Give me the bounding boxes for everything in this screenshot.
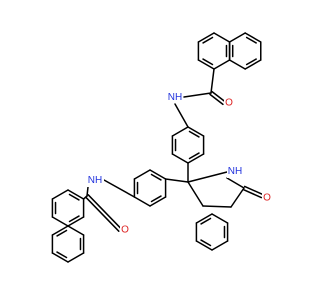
phenyl-left-ring-bond bbox=[149, 196, 167, 207]
atom-nh-lactam: NH bbox=[227, 165, 244, 178]
phenyl-upper-ring-bond bbox=[171, 126, 189, 137]
isoindoline-benzo-ring-double-bond bbox=[200, 217, 212, 225]
naphthyl-left-ring-a-double-bond bbox=[68, 193, 80, 201]
phenyl-upper-ring-bond bbox=[171, 153, 189, 164]
atom-nh-lactam-text: NH bbox=[228, 166, 242, 177]
quaternary-ring-bond bbox=[187, 181, 204, 207]
atom-o-top: O bbox=[224, 97, 234, 109]
atom-o-left: O bbox=[120, 224, 130, 236]
naphthyl-left-ring-b-double-bond bbox=[56, 229, 68, 237]
naphthyl-left-ring-a-double-bond bbox=[68, 215, 80, 223]
lactam-carbonyl-double-bond bbox=[243, 185, 264, 196]
naphthyl-top-ring-b-bond bbox=[228, 32, 246, 43]
carbonyl-left-double-bond bbox=[87, 194, 122, 230]
amide-left-bond bbox=[86, 186, 89, 197]
naphthyl-left-ring-a-bond bbox=[51, 216, 69, 227]
naphthyl-top-ring-a-bond bbox=[197, 59, 215, 70]
atom-nh-left-text: NH bbox=[88, 175, 102, 186]
phenyl-left-ring-double-bond bbox=[150, 173, 162, 181]
isoindoline-benzo-ring-bond bbox=[195, 213, 213, 224]
atom-o-top-text: O bbox=[225, 98, 233, 109]
lactam-carbonyl-ring-bond bbox=[230, 187, 245, 208]
atom-o-left-text: O bbox=[121, 225, 129, 236]
phenyl-upper-ring-double-bond bbox=[188, 152, 200, 160]
aryl-carbonyl-left-bond bbox=[82, 195, 88, 200]
aryl-carbonyl-bond bbox=[210, 68, 215, 94]
atom-nh-top-text: NH bbox=[168, 92, 182, 103]
lactam-n-bond bbox=[187, 171, 228, 183]
phenyl-upper-ring-bond bbox=[187, 153, 205, 164]
naphthyl-left-ring-a-bond bbox=[51, 189, 69, 200]
atom-o-lactam-text: O bbox=[263, 193, 271, 204]
molecule-structure-diagram: NH O NH O NH O bbox=[51, 32, 272, 263]
atom-nh-left: NH bbox=[87, 174, 104, 187]
phenyl-upper-ring-double-bond bbox=[188, 130, 200, 138]
naphthyl-left-ring-b-bond bbox=[51, 225, 69, 236]
fused-bond bbox=[202, 205, 232, 208]
atom-nh-top: NH bbox=[167, 90, 183, 103]
n-aryl-bond bbox=[174, 103, 189, 128]
phenyl-left-ring-bond bbox=[149, 169, 167, 180]
naphthyl-top-ring-a-bond bbox=[213, 59, 231, 70]
phenyl-left-ring-double-bond bbox=[150, 195, 162, 203]
lactam-carbonyl-double-bond bbox=[242, 188, 263, 199]
naphthyl-left-ring-a-bond bbox=[67, 216, 85, 227]
carbonyl-left-double-bond bbox=[85, 196, 120, 232]
naphthyl-top-ring-b-double-bond bbox=[245, 36, 257, 44]
naphthyl-top-ring-a-bond bbox=[213, 32, 231, 43]
isoindoline-benzo-ring-bond bbox=[195, 240, 213, 251]
naphthyl-top-ring-b-double-bond bbox=[245, 58, 257, 66]
naphthyl-left-ring-b-bond bbox=[67, 252, 85, 263]
naphthyl-top-ring-b-bond bbox=[244, 32, 262, 43]
bond-network bbox=[51, 32, 264, 263]
naphthyl-left-ring-b-bond bbox=[51, 252, 69, 263]
naphthyl-top-ring-a-bond bbox=[197, 32, 215, 43]
isoindoline-benzo-ring-bond bbox=[211, 240, 229, 251]
isoindoline-benzo-ring-double-bond bbox=[200, 239, 212, 247]
phenyl-upper-ring-bond bbox=[187, 126, 205, 137]
atom-o-lactam: O bbox=[262, 192, 272, 204]
lactam-n-carbonyl-bond bbox=[226, 177, 245, 189]
naphthyl-left-ring-b-double-bond bbox=[56, 251, 68, 259]
n-aryl-left-bond bbox=[103, 179, 136, 198]
naphthyl-top-ring-a-double-bond bbox=[202, 58, 214, 66]
phenyl-left-ring-bond bbox=[133, 169, 151, 180]
carbonyl-double-bond bbox=[209, 93, 224, 106]
carbonyl-double-bond bbox=[211, 90, 226, 103]
naphthyl-top-ring-a-double-bond bbox=[202, 36, 214, 44]
phenyl-left-quaternary-bond bbox=[164, 178, 189, 183]
isoindoline-benzo-ring-bond bbox=[211, 213, 229, 224]
phenyl-left-ring-bond bbox=[133, 196, 151, 207]
amide-bond bbox=[183, 92, 212, 98]
naphthyl-left-ring-b-bond bbox=[67, 225, 85, 236]
naphthyl-top-ring-b-bond bbox=[244, 59, 262, 70]
naphthyl-top-ring-b-bond bbox=[228, 59, 246, 70]
naphthyl-left-ring-a-bond bbox=[67, 189, 85, 200]
